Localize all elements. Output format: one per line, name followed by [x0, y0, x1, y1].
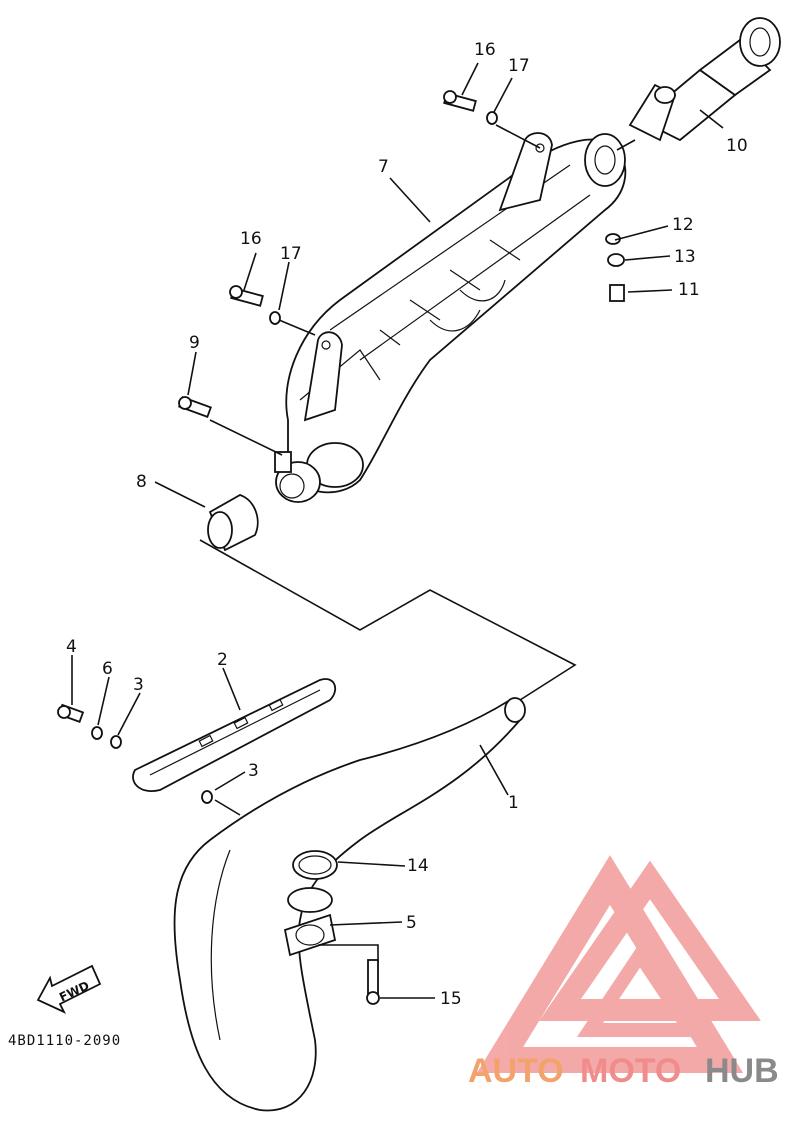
callout-16a: 16 [474, 40, 496, 60]
callout-10: 10 [726, 136, 748, 156]
exhaust-pipe [173, 697, 526, 1112]
muffler [274, 132, 627, 503]
bolt-9 [178, 396, 212, 418]
callout-3b: 3 [248, 761, 259, 781]
callout-12: 12 [672, 215, 694, 235]
callout-8: 8 [136, 472, 147, 492]
nut-11 [609, 284, 625, 302]
watermark-auto: AUTO [468, 1052, 564, 1090]
pipe-protector [132, 678, 337, 792]
leader-lines [71, 62, 724, 999]
washer-13 [607, 253, 625, 267]
washer-17b [269, 311, 281, 325]
callout-17a: 17 [508, 56, 530, 76]
bolt-16a [443, 90, 477, 112]
watermark-text: AUTO MOTO HUB [468, 1052, 779, 1090]
callout-2: 2 [217, 650, 228, 670]
callout-4: 4 [66, 637, 77, 657]
callout-14: 14 [407, 856, 429, 876]
watermark-logo [476, 855, 761, 1073]
diagram-code: 4BD1110-2090 [8, 1033, 121, 1049]
callout-13: 13 [674, 247, 696, 267]
watermark-hub: HUB [705, 1052, 779, 1090]
callout-1: 1 [508, 793, 519, 813]
flange-5 [283, 887, 337, 957]
callout-5: 5 [406, 913, 417, 933]
watermark-moto: MOTO [580, 1052, 681, 1090]
washer-17a [486, 111, 498, 125]
washer-6 [91, 726, 103, 740]
gasket-8 [207, 494, 259, 552]
callout-15: 15 [440, 989, 462, 1009]
gasket-14 [292, 850, 338, 880]
bolt-16b [229, 285, 264, 307]
callout-11: 11 [678, 280, 700, 300]
callout-16b: 16 [240, 229, 262, 249]
collar-3b [201, 790, 213, 804]
callout-9: 9 [189, 333, 200, 353]
callout-7: 7 [378, 157, 389, 177]
bolt-4 [57, 703, 85, 723]
collar-3a [110, 735, 122, 749]
callout-3a: 3 [133, 675, 144, 695]
callout-6: 6 [102, 659, 113, 679]
tail-pipe [628, 17, 781, 142]
bolt-15 [366, 959, 380, 1005]
callout-17b: 17 [280, 244, 302, 264]
fwd-arrow: FWD [36, 964, 102, 1014]
